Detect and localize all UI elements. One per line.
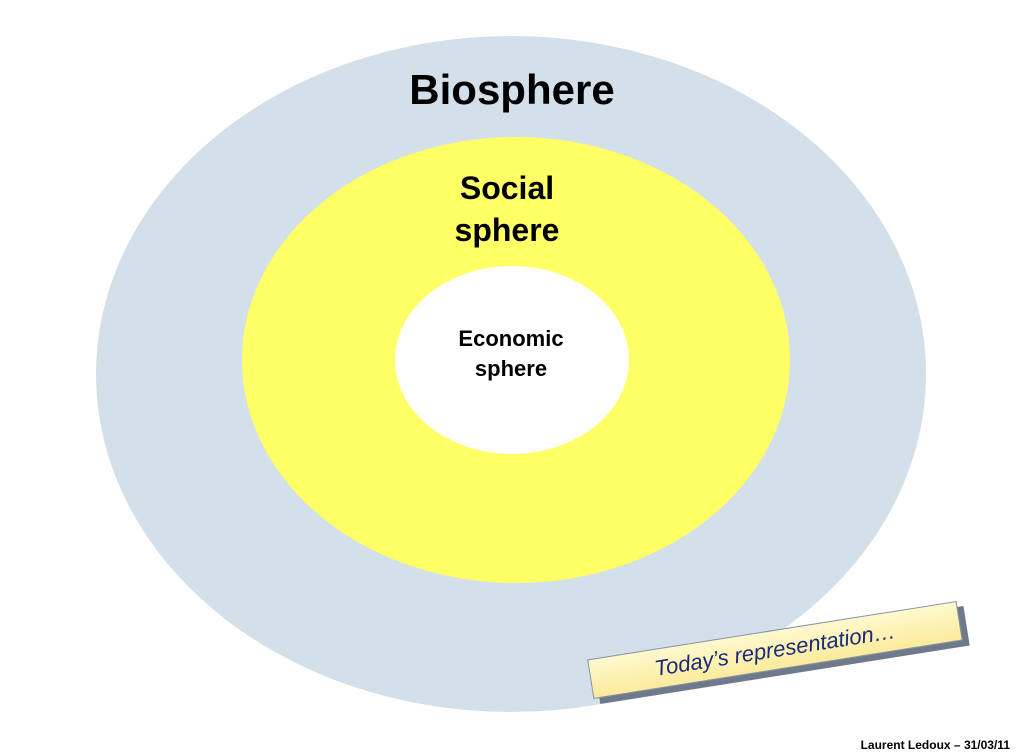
economic-sphere-ellipse [395, 266, 629, 454]
biosphere-label: Biosphere [409, 66, 615, 113]
footer-credit: Laurent Ledoux – 31/03/11 [860, 738, 1010, 752]
